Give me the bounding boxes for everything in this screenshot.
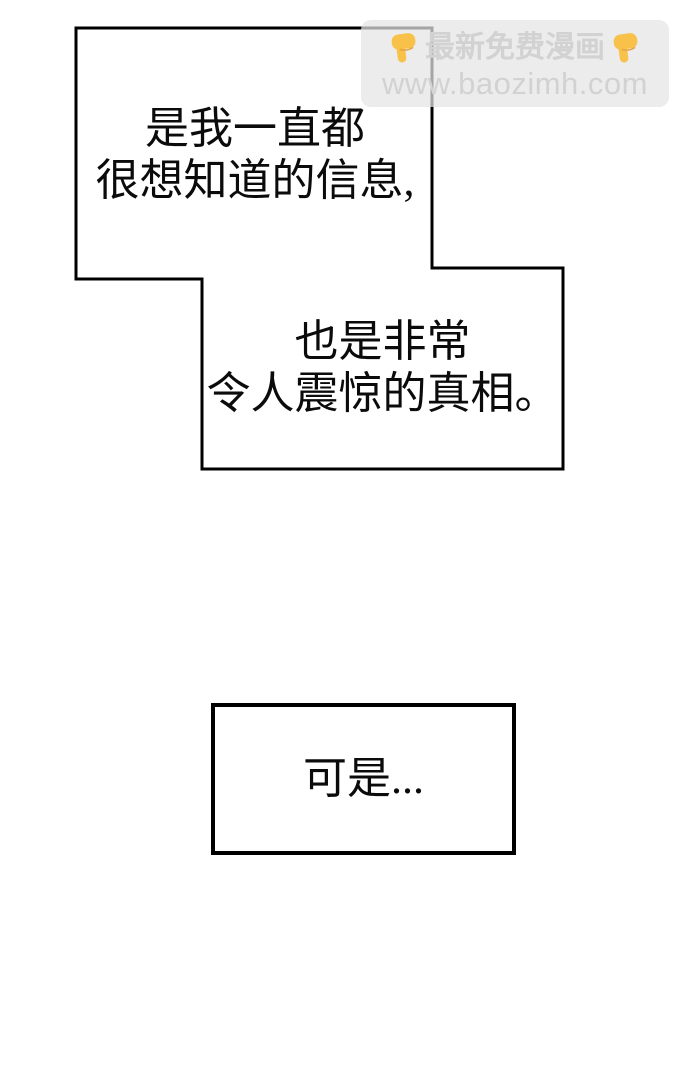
speech-bubble-1-text: 是我一直都 很想知道的信息, <box>78 103 432 207</box>
watermark-url: www.baozimh.com <box>382 65 648 101</box>
watermark-box: 最新免费漫画 www.baozimh.com <box>361 20 669 107</box>
point-down-icon <box>609 31 643 65</box>
speech-line: 也是非常 <box>294 317 471 366</box>
watermark-title: 最新免费漫画 <box>425 30 605 64</box>
speech-line: 很想知道的信息, <box>95 156 415 205</box>
speech-line: 可是... <box>303 754 424 803</box>
speech-line: 是我一直都 <box>145 104 365 153</box>
speech-line: 令人震惊的真相。 <box>206 369 559 418</box>
point-down-icon <box>387 31 421 65</box>
speech-bubble-3: 可是... <box>211 703 516 855</box>
speech-bubble-2-text: 也是非常 令人震惊的真相。 <box>202 316 563 420</box>
watermark-title-row: 最新免费漫画 <box>387 29 643 67</box>
speech-bubble-merged-outline <box>74 26 565 471</box>
